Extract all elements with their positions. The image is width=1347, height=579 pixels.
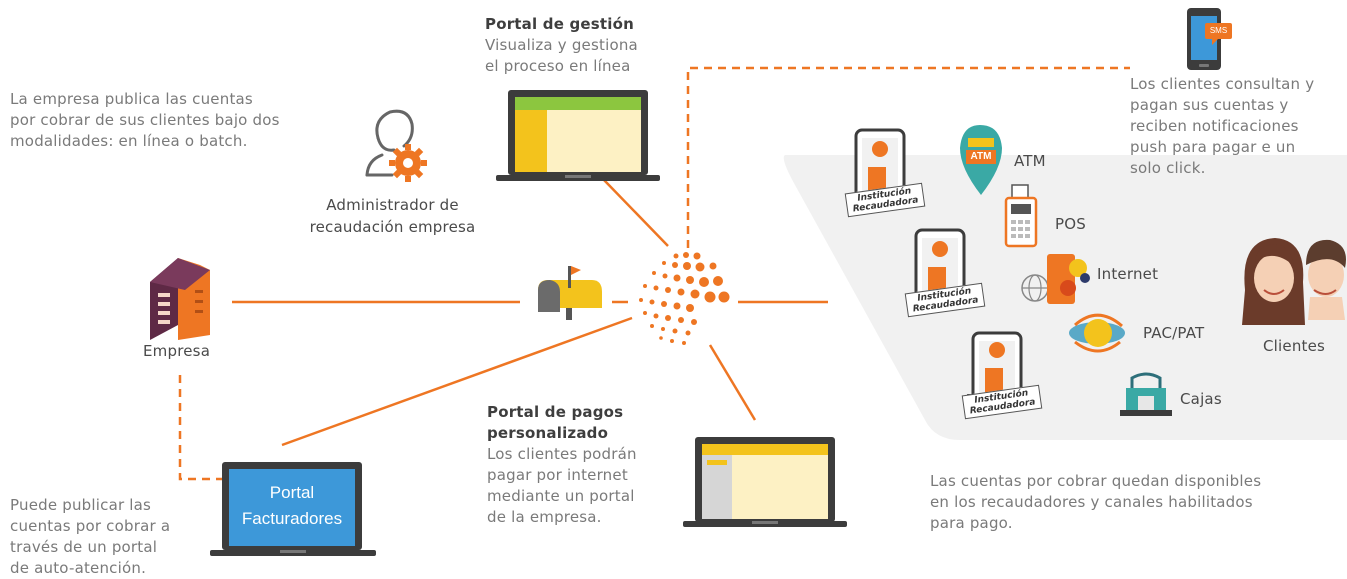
empresa-desc-line: La empresa publica las cuentas — [10, 90, 253, 108]
empresa-desc-line: por cobrar de sus clientes bajo dos — [10, 111, 280, 129]
portal-pagos-text: Portal de pagos personalizado Los client… — [487, 402, 687, 528]
pac-pat-icon — [1069, 313, 1125, 353]
portal-gestion-title: Portal de gestión — [485, 15, 635, 33]
portal-facturadores-description: Puede publicar las cuentas por cobrar a … — [10, 495, 205, 579]
line-gestion-hub — [603, 179, 669, 247]
channel-pac-pat-label: PAC/PAT — [1143, 324, 1205, 342]
pos-icon — [1004, 184, 1038, 248]
phone-sms-icon — [1187, 8, 1232, 70]
portal-pagos-desc: Los clientes podrán — [487, 445, 637, 463]
facturadores-desc-line: Puede publicar las — [10, 496, 152, 514]
line-facturadores-hub — [281, 316, 633, 447]
sms-badge: SMS — [1209, 26, 1228, 35]
portal-pagos-desc: de la empresa. — [487, 508, 602, 526]
portal-pagos-desc: pagar por internet — [487, 466, 628, 484]
recaudadores-desc-line: en los recaudadores y canales habilitado… — [930, 493, 1253, 511]
sms-desc-line: push para pagar e un — [1130, 138, 1296, 156]
laptop-pagos-icon — [683, 437, 847, 527]
clientes-label: Clientes — [1263, 337, 1326, 355]
sms-desc-line: solo click. — [1130, 159, 1206, 177]
portal-facturadores-line: Facturadores — [241, 509, 343, 528]
channel-cajas-label: Cajas — [1180, 390, 1222, 408]
kiosk-icon-1 — [850, 128, 910, 200]
line-pagos-hub — [708, 344, 757, 421]
empresa-description: La empresa publica las cuentas por cobra… — [10, 89, 320, 152]
admin-label-line: Administrador de — [326, 196, 459, 214]
atm-icon — [960, 125, 1002, 195]
dashed-gestion-sms — [686, 66, 1130, 248]
channel-internet-label: Internet — [1097, 265, 1159, 283]
cajas-icon — [1120, 372, 1172, 416]
channel-atm-label: ATM — [1014, 152, 1046, 170]
sms-desc-line: Los clientes consultan y — [1130, 75, 1315, 93]
sms-description: Los clientes consultan y pagan sus cuent… — [1130, 74, 1340, 179]
portal-facturadores-line: Portal — [269, 483, 315, 502]
sms-desc-line: reciben notificaciones — [1130, 117, 1299, 135]
admin-user-icon — [365, 109, 414, 177]
portal-facturadores-screen: Portal Facturadores — [229, 480, 355, 532]
facturadores-desc-line: cuentas por cobrar a — [10, 517, 171, 535]
recaudadores-desc-line: para pago. — [930, 514, 1013, 532]
portal-gestion-desc: Visualiza y gestiona — [485, 36, 638, 54]
clients-icon — [1242, 238, 1346, 325]
facturadores-desc-line: de auto-atención. — [10, 559, 147, 577]
facturadores-desc-line: través de un portal — [10, 538, 158, 556]
kiosk-icon-2 — [910, 228, 970, 300]
portal-pagos-desc: mediante un portal — [487, 487, 635, 505]
portal-gestion-desc: el proceso en línea — [485, 57, 631, 75]
portal-pagos-title: personalizado — [487, 424, 609, 442]
admin-label: Administrador de recaudación empresa — [285, 194, 500, 238]
mailbox-icon — [538, 266, 602, 320]
laptop-facturadores-icon — [210, 462, 376, 556]
laptop-gestion-icon — [496, 90, 660, 181]
channel-pos-label: POS — [1055, 215, 1086, 233]
recaudadores-description: Las cuentas por cobrar quedan disponible… — [930, 471, 1330, 534]
portal-gestion-text: Portal de gestión Visualiza y gestiona e… — [485, 14, 705, 77]
admin-label-line: recaudación empresa — [309, 218, 476, 236]
building-icon — [150, 258, 210, 340]
sms-desc-line: pagan sus cuentas y — [1130, 96, 1289, 114]
empresa-desc-line: modalidades: en línea o batch. — [10, 132, 248, 150]
empresa-label: Empresa — [143, 342, 211, 360]
dashed-empresa-facturadores — [178, 375, 228, 481]
portal-pagos-title: Portal de pagos — [487, 403, 624, 421]
hub-icon — [639, 252, 730, 345]
atm-badge: ATM — [970, 151, 992, 162]
internet-icon — [1021, 254, 1090, 304]
gear-icon — [389, 144, 427, 182]
recaudadores-desc-line: Las cuentas por cobrar quedan disponible… — [930, 472, 1262, 490]
